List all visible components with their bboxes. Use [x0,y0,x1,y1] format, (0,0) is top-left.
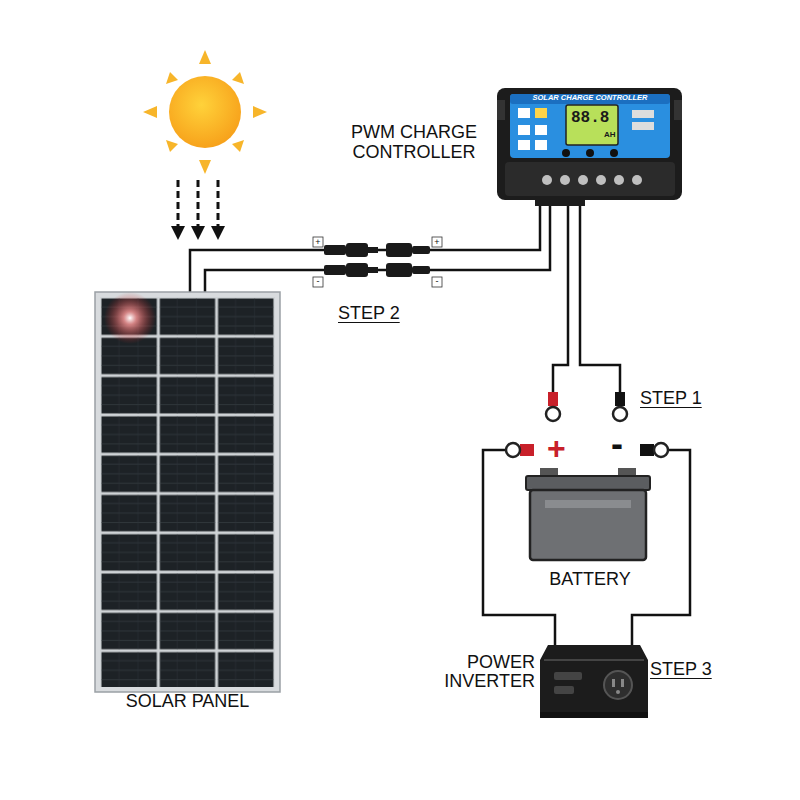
polarity-mark: - [433,277,441,286]
sun [143,50,267,174]
controller-faceplate-title: SOLAR CHARGE CONTROLLER [510,94,670,102]
lcd-unit: AH [604,131,616,139]
battery-label: BATTERY [480,570,700,590]
battery [506,443,668,560]
step-label: STEP 3 [650,660,712,678]
panel-label: SOLAR PANEL [90,692,285,712]
polarity-mark: - [611,426,623,462]
step-label: STEP 2 [338,304,400,322]
inverter-node: POWER INVERTER [435,635,655,727]
step-label: STEP 1 [640,389,702,407]
sunlight-arrows [178,180,218,228]
lcd-reading: 88.8 [571,110,609,126]
inverter-label: POWER INVERTER [435,653,535,691]
polarity-mark: + [547,432,566,464]
polarity-mark: - [314,277,322,286]
wire-pair [553,205,620,394]
polarity-mark: + [314,238,322,247]
battery-node: BATTERY [480,440,700,596]
solar-panel [95,292,280,692]
wire-pair [483,450,690,645]
mc4-connectors [313,237,442,287]
charge-controller [497,88,682,206]
wire [553,205,620,394]
wire-pair [190,205,550,292]
polarity-mark: + [433,238,441,247]
controller-heading: PWM CHARGE CONTROLLER [335,123,493,163]
ring-lugs [546,392,627,421]
wire [190,205,550,292]
wire [483,450,690,645]
controller-node: PWM CHARGE CONTROLLER SOLAR CHARGE CONTRO… [335,86,685,208]
solar-panel-node: SOLAR PANEL [90,288,285,720]
power-inverter [540,645,648,718]
